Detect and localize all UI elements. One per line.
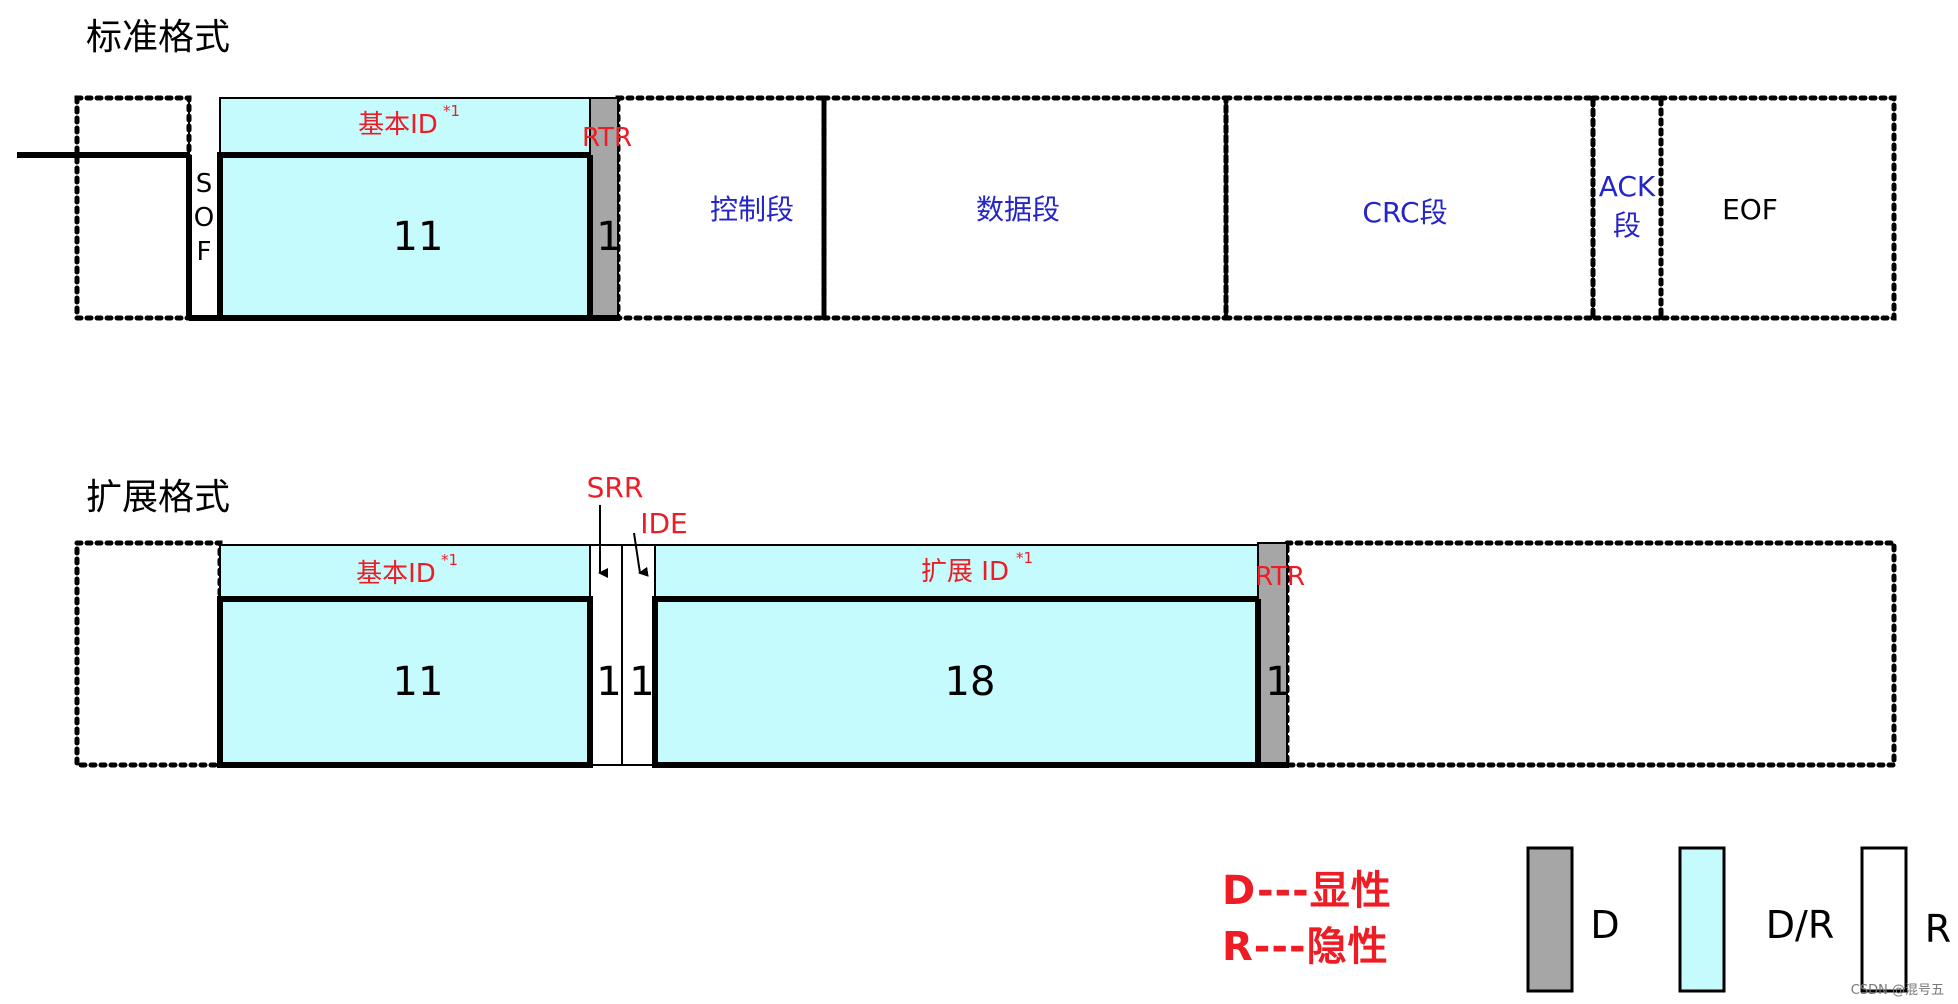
ext-srr-bits: 1 — [596, 659, 621, 705]
std-sof-letter-f: F — [197, 237, 212, 267]
ext-base-id-bits: 11 — [393, 659, 444, 705]
std-eof-label: EOF — [1722, 193, 1778, 226]
standard-format-title: 标准格式 — [86, 17, 231, 58]
ext-ext-id-bits: 18 — [945, 659, 996, 705]
legend-recessive-swatch — [1860, 846, 1908, 993]
extended-format-title: 扩展格式 — [86, 477, 231, 518]
legend-dominant-swatch — [1526, 846, 1574, 993]
std-base-id-label: 基本ID — [358, 110, 438, 140]
std-rtr-label: RTR — [582, 123, 632, 153]
ext-rtr-bits: 1 — [1265, 659, 1290, 705]
std-ack-label-line2: 段 — [1613, 209, 1641, 242]
watermark: CSDN @混号五 — [1850, 983, 1944, 998]
ext-rtr-label: RTR — [1255, 562, 1305, 592]
std-base-id-superscript: *1 — [443, 102, 460, 120]
ext-rtr-box — [1257, 542, 1288, 766]
legend-dominant-text: D---显性 — [1222, 868, 1392, 914]
ext-ext-id-label: 扩展 ID — [921, 557, 1009, 587]
legend-dr-swatch — [1678, 846, 1726, 993]
std-control-label: 控制段 — [710, 193, 794, 226]
std-rtr-bits: 1 — [596, 214, 621, 260]
std-data-label: 数据段 — [976, 193, 1060, 226]
ext-base-id-label: 基本ID — [356, 559, 436, 589]
std-base-id-bits: 11 — [393, 214, 444, 260]
std-crc-segment — [1223, 95, 1596, 321]
standard-frame: S O F 基本ID *1 11 RTR 1 控制段 数据段 CRC段 ACK … — [17, 95, 1897, 321]
ext-base-id-superscript: *1 — [441, 551, 458, 569]
ext-base-id-upper — [219, 544, 591, 600]
ext-srr-label: SRR — [587, 471, 644, 504]
std-crc-label: CRC段 — [1362, 196, 1447, 229]
ext-ide-label: IDE — [640, 507, 688, 540]
ext-ide-arrow — [633, 532, 649, 577]
ext-srr-box — [589, 544, 623, 766]
ext-ext-id-superscript: *1 — [1016, 549, 1033, 567]
std-ack-label-line1: ACK — [1599, 170, 1656, 203]
legend-dominant-label: D — [1590, 903, 1619, 947]
ext-ide-bits: 1 — [629, 659, 654, 705]
std-eof-segment — [1658, 95, 1897, 321]
ext-rest-segment — [1284, 540, 1897, 768]
extended-frame: SRR IDE 基本ID *1 11 1 1 扩展 ID *1 18 RTR 1 — [74, 471, 1897, 768]
ext-base-id-box — [217, 596, 593, 768]
legend-swatches: D D/R R — [1526, 846, 1951, 993]
std-base-id-box — [217, 152, 593, 321]
std-sof-letter-o: O — [194, 203, 214, 233]
std-sof-letter-s: S — [196, 169, 213, 199]
legend-dr-label: D/R — [1766, 903, 1834, 947]
legend-recessive-text: R---隐性 — [1222, 924, 1389, 970]
ext-idle-segment — [74, 540, 223, 768]
legend-recessive-label: R — [1925, 907, 1951, 951]
ext-ide-box — [621, 544, 656, 766]
std-idle-segment — [74, 95, 192, 321]
std-ack-segment — [1590, 95, 1664, 321]
